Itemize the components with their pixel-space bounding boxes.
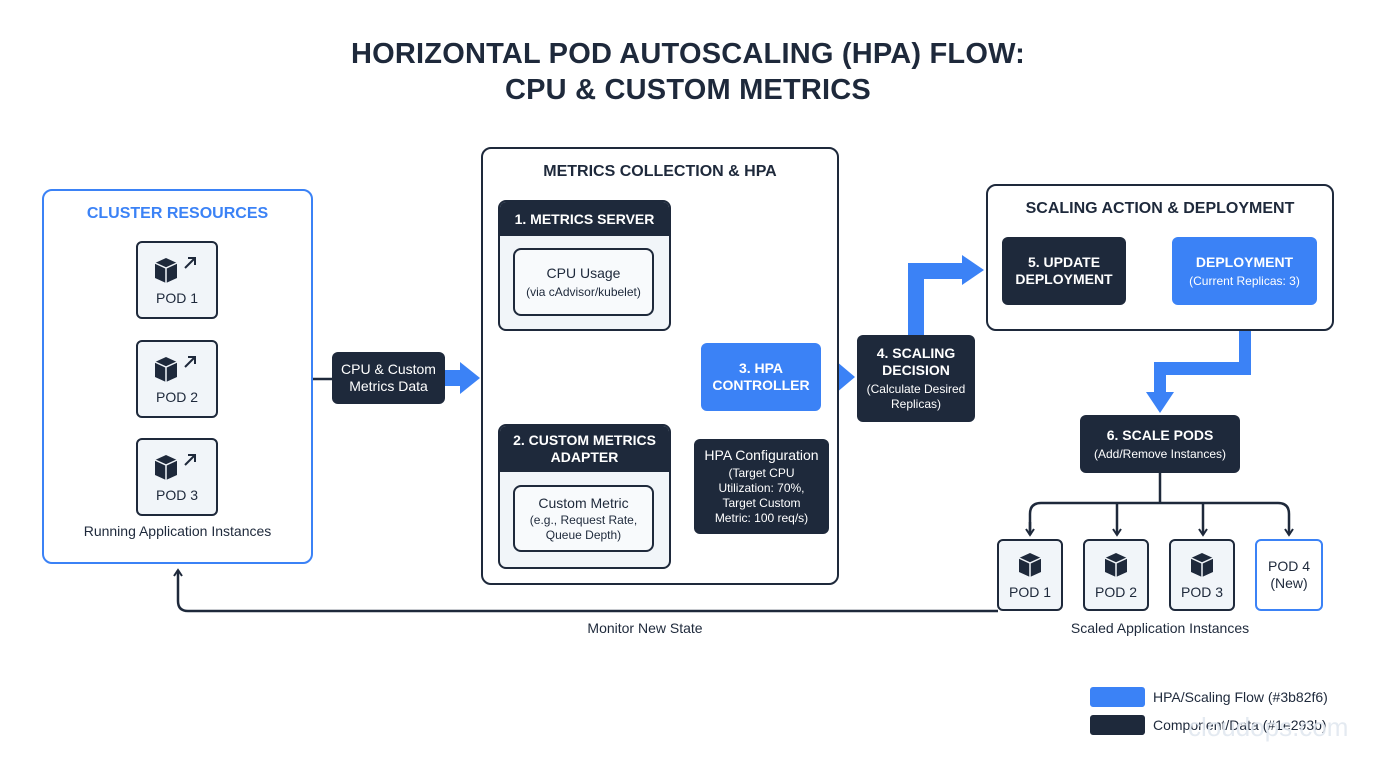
metrics-data-line-1: CPU & Custom — [341, 361, 436, 377]
arrow-data-to-metrics — [444, 362, 480, 394]
legend-label-component: Component/Data (#1e293b) — [1153, 717, 1327, 733]
cluster-resources-title: CLUSTER RESOURCES — [86, 205, 269, 222]
deployment-node[interactable]: DEPLOYMENT (Current Replicas: 3) — [1172, 237, 1317, 305]
legend: HPA/Scaling Flow (#3b82f6) Component/Dat… — [1090, 686, 1360, 736]
scale-pods-sub: (Add/Remove Instances) — [1093, 446, 1227, 461]
scaling-action-title: SCALING ACTION & DEPLOYMENT — [1025, 200, 1295, 217]
legend-label-flow: HPA/Scaling Flow (#3b82f6) — [1153, 689, 1328, 705]
diagram-title: HORIZONTAL POD AUTOSCALING (HPA) FLOW: C… — [0, 36, 1376, 108]
scale-pods-fanout — [1025, 473, 1294, 537]
pod-cube-icon — [1104, 552, 1128, 577]
update-deployment-node[interactable]: 5. UPDATE DEPLOYMENT — [1002, 237, 1126, 305]
custom-metric-sub-1: (e.g., Request Rate, — [529, 512, 638, 527]
new-pod-line-2: (New) — [1270, 575, 1308, 591]
update-deployment-line-1: 5. UPDATE — [1027, 254, 1101, 270]
hpa-config-line-2: Utilization: 70%, — [718, 481, 805, 495]
pod-cube-arrow-icon — [154, 356, 196, 382]
legend-item-component: Component/Data (#1e293b) — [1090, 714, 1360, 736]
cpu-usage-sub: (via cAdvisor/kubelet) — [526, 284, 641, 299]
custom-adapter-header-line-1: 2. CUSTOM METRICS — [513, 432, 656, 448]
legend-swatch-dark — [1090, 715, 1145, 735]
deployment-sub: (Current Replicas: 3) — [1189, 273, 1300, 288]
monitor-label: Monitor New State — [587, 620, 703, 636]
scaled-pod-2[interactable]: POD 2 — [1083, 539, 1149, 611]
hpa-controller-line-2: CONTROLLER — [712, 377, 810, 393]
scale-pods-node[interactable]: 6. SCALE PODS (Add/Remove Instances) — [1080, 415, 1240, 473]
cluster-caption: Running Application Instances — [83, 523, 272, 539]
metrics-data-line-2: Metrics Data — [349, 378, 428, 394]
cpu-usage-title: CPU Usage — [546, 264, 621, 281]
hpa-config-line-3: Target Custom — [722, 496, 801, 510]
custom-adapter-header-line-2: ADAPTER — [550, 449, 619, 465]
scale-pods-title: 6. SCALE PODS — [1106, 426, 1214, 443]
cluster-pod-3[interactable]: POD 3 — [136, 438, 218, 516]
watermark: cloudops.com — [1188, 712, 1349, 742]
hpa-config-line-4: Metric: 100 req/s) — [714, 511, 809, 525]
scaled-pod-3[interactable]: POD 3 — [1169, 539, 1235, 611]
monitor-loop-line — [173, 568, 998, 613]
new-pod-line-1: POD 4 — [1267, 558, 1310, 574]
scaled-pod-4-new[interactable]: POD 4 (New) — [1255, 539, 1323, 611]
title-line-2: CPU & CUSTOM METRICS — [505, 74, 871, 106]
cluster-pod-label: POD 1 — [155, 290, 198, 306]
scaled-pods-caption: Scaled Application Instances — [1070, 620, 1250, 636]
metrics-data-node[interactable]: CPU & Custom Metrics Data — [332, 352, 445, 404]
custom-metric-box: Custom Metric (e.g., Request Rate, Queue… — [513, 485, 654, 552]
custom-adapter-header: 2. CUSTOM METRICS ADAPTER — [500, 426, 669, 472]
custom-metric-title: Custom Metric — [538, 494, 629, 511]
scaled-pod-label: POD 1 — [1008, 583, 1051, 600]
pod-cube-icon — [1190, 552, 1214, 577]
scaling-decision-sub-1: (Calculate Desired — [866, 382, 966, 396]
scaling-decision-sub-2: Replicas) — [890, 397, 941, 411]
arrow-decision-to-scaling — [908, 255, 984, 336]
metrics-server-header: 1. METRICS SERVER — [500, 202, 669, 236]
scaled-pod-1[interactable]: POD 1 — [997, 539, 1063, 611]
cluster-pod-label: POD 3 — [155, 487, 198, 503]
hpa-config-title: HPA Configuration — [704, 447, 819, 463]
hpa-controller-node[interactable]: 3. HPA CONTROLLER — [701, 343, 821, 411]
cluster-pod-label: POD 2 — [155, 389, 198, 405]
update-deployment-line-2: DEPLOYMENT — [1015, 271, 1113, 287]
hpa-config-line-1: (Target CPU — [728, 466, 795, 480]
deployment-title: DEPLOYMENT — [1195, 253, 1294, 270]
scaling-decision-line-1: 4. SCALING — [876, 345, 956, 361]
title-line-1: HORIZONTAL POD AUTOSCALING (HPA) FLOW: — [350, 38, 1026, 70]
metrics-collection-title: METRICS COLLECTION & HPA — [543, 163, 777, 180]
legend-swatch-blue — [1090, 687, 1145, 707]
scaled-pod-label: POD 3 — [1180, 583, 1223, 600]
legend-item-flow: HPA/Scaling Flow (#3b82f6) — [1090, 686, 1360, 708]
hpa-controller-line-1: 3. HPA — [738, 360, 784, 376]
cluster-pod-1[interactable]: POD 1 — [136, 241, 218, 319]
pod-cube-icon — [1018, 552, 1042, 577]
hpa-config-node[interactable]: HPA Configuration (Target CPU Utilizatio… — [694, 439, 829, 534]
custom-metric-sub-2: Queue Depth) — [545, 527, 622, 542]
cpu-usage-box: CPU Usage (via cAdvisor/kubelet) — [513, 248, 654, 316]
scaling-decision-line-2: DECISION — [882, 362, 950, 378]
scaled-pod-label: POD 2 — [1094, 583, 1137, 600]
scaling-decision-node[interactable]: 4. SCALING DECISION (Calculate Desired R… — [857, 335, 975, 422]
pod-cube-arrow-icon — [154, 454, 196, 480]
cluster-pod-2[interactable]: POD 2 — [136, 340, 218, 418]
pod-cube-arrow-icon — [154, 257, 196, 283]
